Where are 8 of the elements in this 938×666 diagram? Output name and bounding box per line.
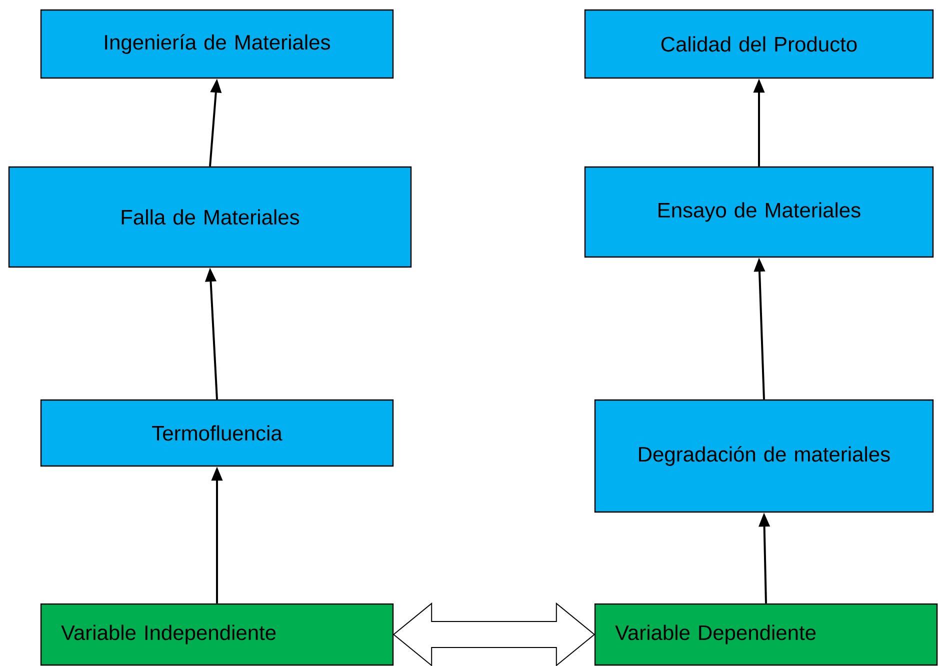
process-box: Calidad del Producto: [584, 9, 934, 79]
process-box: Variable Dependiente: [594, 603, 938, 666]
process-box: Degradación de materiales: [594, 399, 934, 513]
process-box: Ensayo de Materiales: [584, 166, 934, 258]
process-box: Variable Independiente: [40, 603, 394, 666]
process-box: Termofluencia: [40, 399, 394, 467]
process-box: Falla de Materiales: [8, 166, 412, 268]
process-box: Ingeniería de Materiales: [40, 9, 394, 79]
